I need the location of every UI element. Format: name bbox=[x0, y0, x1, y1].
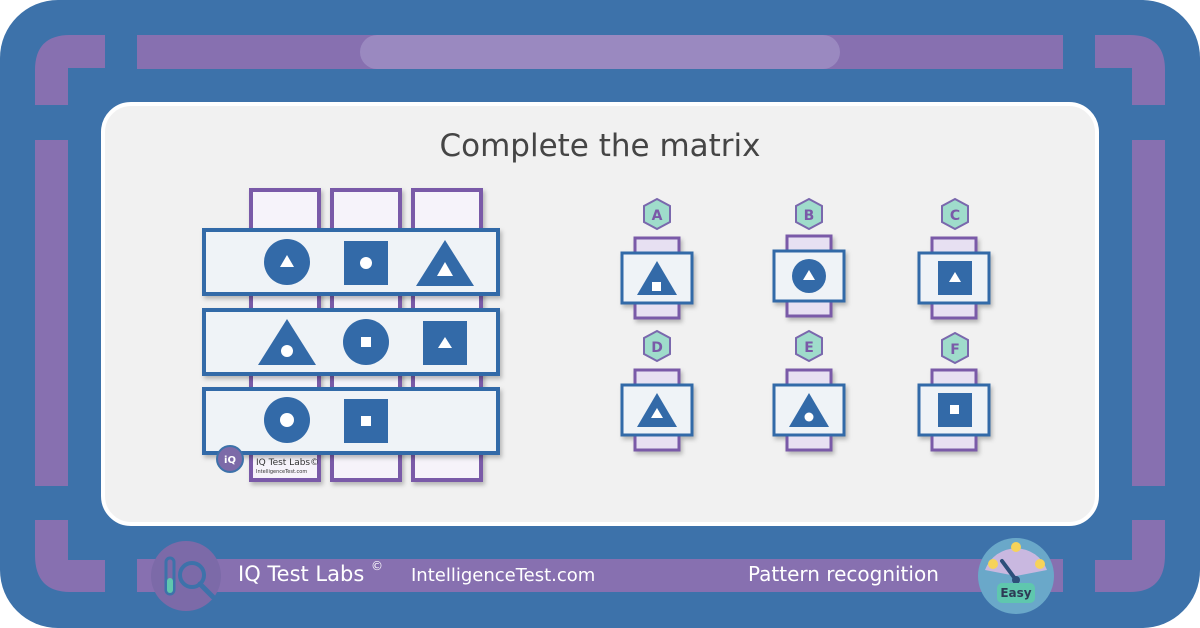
option-d-label: D bbox=[651, 340, 663, 356]
brand-name: IQ Test Labs © bbox=[238, 559, 383, 586]
page-title: Complete the matrix bbox=[439, 128, 761, 164]
option-c-badge bbox=[941, 197, 969, 231]
matrix-cell-square-triangle bbox=[423, 321, 467, 365]
matrix-cell-square-circle bbox=[344, 241, 388, 285]
option-d[interactable]: D bbox=[620, 329, 694, 452]
matrix-cell-triangle-triangle bbox=[416, 240, 474, 286]
option-a-badge bbox=[643, 197, 671, 231]
option-e[interactable]: E bbox=[772, 329, 846, 452]
logo-icon bbox=[151, 541, 221, 611]
option-d-badge bbox=[643, 329, 671, 363]
option-c[interactable]: C bbox=[917, 197, 991, 320]
watermark-logo-icon bbox=[216, 445, 244, 473]
option-c-label: C bbox=[950, 208, 960, 224]
option-e-label: E bbox=[804, 340, 814, 356]
watermark-brand: IQ Test Labs© bbox=[256, 458, 319, 468]
option-b-label: B bbox=[804, 208, 815, 224]
copyright-symbol: © bbox=[370, 559, 383, 573]
website-link[interactable]: IntelligenceTest.com bbox=[411, 565, 596, 586]
option-f-label: F bbox=[950, 342, 960, 358]
matrix-cell-circle-circle bbox=[264, 397, 310, 443]
option-f[interactable]: F bbox=[917, 331, 991, 452]
neutral-face-icon bbox=[1011, 542, 1021, 552]
option-a[interactable]: A bbox=[620, 197, 694, 320]
matrix-cell-circle-triangle bbox=[264, 239, 310, 285]
matrix-cell-square-square bbox=[344, 399, 388, 443]
worried-face-icon bbox=[1035, 559, 1045, 569]
matrix-cell-circle-square bbox=[343, 319, 389, 365]
option-e-badge bbox=[795, 329, 823, 363]
watermark: iQ IQ Test Labs© IntelligenceTest.com bbox=[216, 445, 319, 475]
option-f-badge bbox=[941, 331, 969, 365]
matrix-cell-triangle-circle bbox=[258, 319, 316, 365]
brand-text: IQ Test Labs bbox=[238, 562, 365, 586]
option-b[interactable]: B bbox=[772, 197, 846, 318]
happy-face-icon bbox=[988, 559, 998, 569]
watermark-logo-letters: iQ bbox=[224, 455, 236, 466]
category-label: Pattern recognition bbox=[748, 562, 939, 586]
option-b-badge bbox=[795, 197, 823, 231]
difficulty-label: Easy bbox=[1000, 586, 1031, 600]
difficulty-gauge-icon: Easy bbox=[978, 538, 1054, 614]
watermark-website: IntelligenceTest.com bbox=[256, 469, 307, 475]
option-a-label: A bbox=[652, 208, 663, 224]
